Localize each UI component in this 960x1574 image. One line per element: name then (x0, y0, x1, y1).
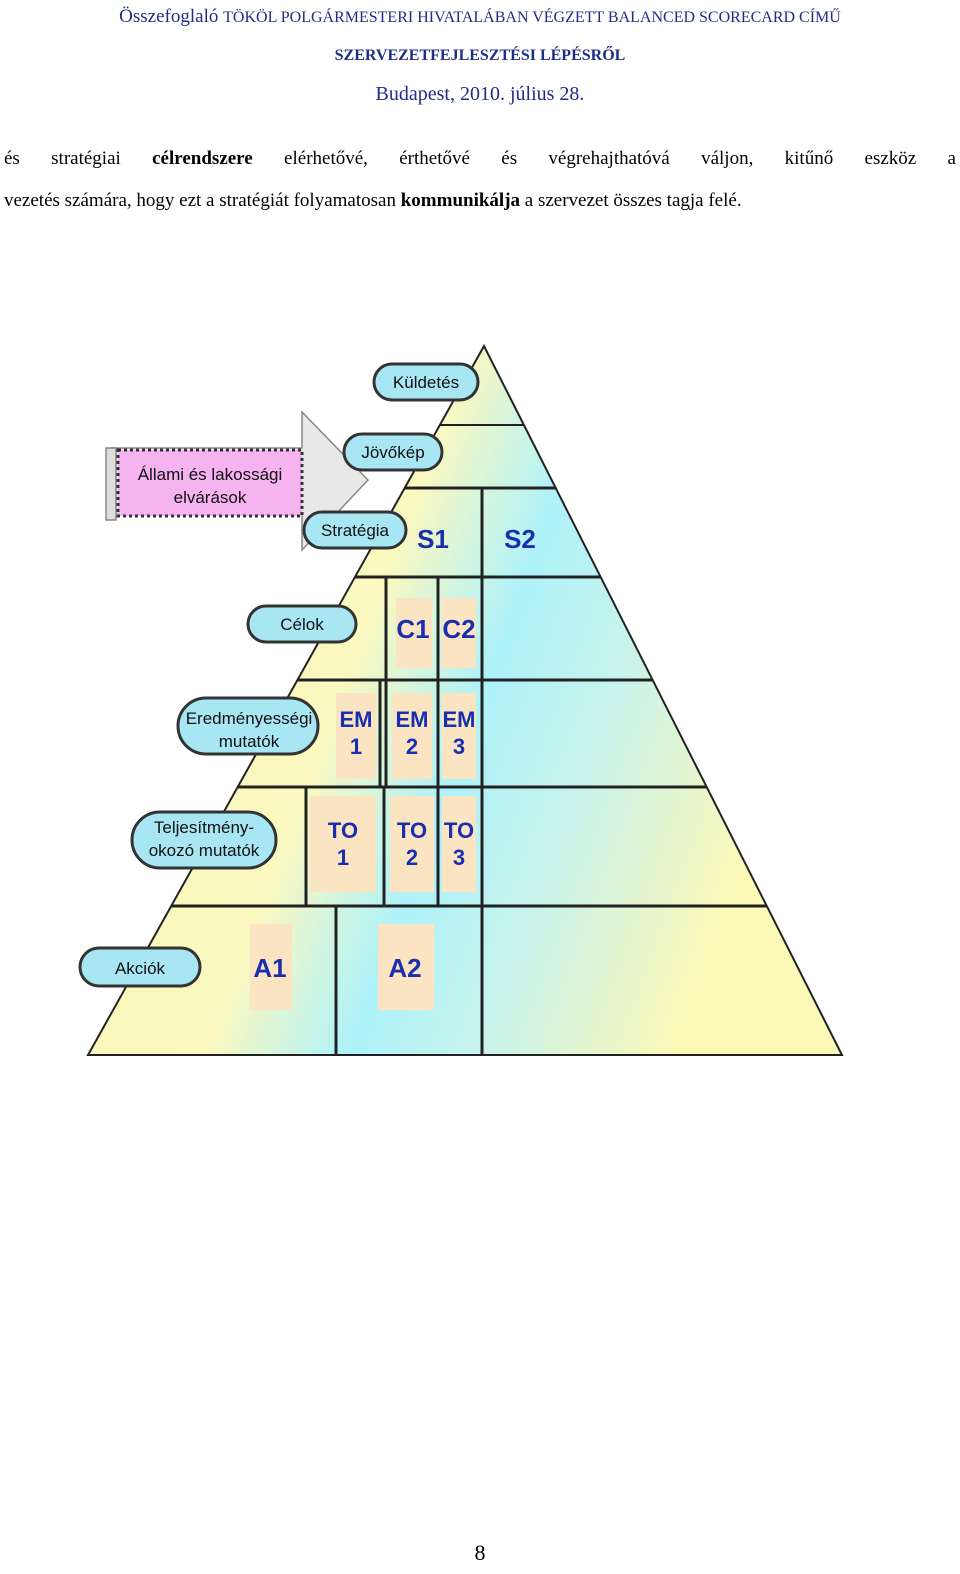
cell-c1 (396, 598, 432, 668)
performance-indicators-label-1: Teljesítmény- (154, 818, 254, 837)
balanced-scorecard-pyramid: Állami és lakossági elvárások Küldetés J… (78, 343, 844, 1056)
code-cells (250, 598, 476, 1010)
code-em1-label: EM (340, 707, 373, 732)
goals-label: Célok (280, 615, 324, 634)
code-s1: S1 (417, 524, 449, 554)
strategy-label: Stratégia (321, 521, 390, 540)
cell-em3 (442, 693, 476, 779)
code-to3-number: 3 (453, 845, 465, 870)
text: és stratégiai (4, 148, 153, 169)
body-line-1: és stratégiai célrendszere elérhetővé, é… (4, 138, 956, 180)
running-header-title: Összefoglaló TÖKÖL POLGÁRMESTERI HIVATAL… (0, 6, 960, 28)
code-em3-number: 3 (453, 734, 465, 759)
page-number: 8 (474, 1540, 486, 1565)
result-indicators-label-1: Eredményességi (186, 709, 313, 728)
cell-a2 (378, 924, 434, 1010)
result-indicators-label-2: mutatók (219, 732, 280, 751)
actions-label: Akciók (115, 959, 166, 978)
input-arrow-tail (105, 447, 117, 521)
code-em2-number: 2 (406, 734, 418, 759)
vision-label: Jövőkép (361, 443, 424, 462)
strategy-bubble (302, 510, 408, 550)
text: elérhetővé, érthetővé és végrehajthatóvá… (252, 148, 956, 169)
cell-a1 (250, 924, 292, 1010)
text-bold: kommunikálja (400, 190, 521, 211)
cell-c2 (442, 598, 476, 668)
code-to3-label: TO (444, 818, 474, 843)
body-line-2: vezetés számára, hogy ezt a stratégiát f… (4, 180, 956, 222)
header-title: TÖKÖL POLGÁRMESTERI HIVATALÁBAN VÉGZETT … (223, 9, 841, 26)
code-em2-label: EM (396, 707, 429, 732)
cell-to1 (310, 796, 376, 892)
result-indicators-bubble (176, 696, 320, 756)
expectations-box (116, 448, 304, 518)
vision-bubble (342, 432, 444, 472)
running-header-date: Budapest, 2010. július 28. (375, 83, 585, 105)
cell-to2 (390, 796, 434, 892)
header-prefix: Összefoglaló (119, 6, 224, 27)
text: vezetés számára, hogy ezt a stratégiát f… (4, 190, 401, 211)
code-c2: C2 (442, 614, 475, 644)
code-to2-label: TO (397, 818, 427, 843)
code-em3-label: EM (443, 707, 476, 732)
code-em1-number: 1 (350, 734, 362, 759)
code-a2: A2 (388, 953, 421, 983)
cell-em2 (392, 693, 432, 779)
mission-bubble (372, 362, 480, 402)
running-header-subtitle: SZERVEZETFEJLESZTÉSI LÉPÉSRŐL (334, 47, 626, 64)
expectations-label-2: elvárások (174, 488, 247, 507)
actions-bubble (78, 946, 202, 988)
code-to2-number: 2 (406, 845, 418, 870)
code-c1: C1 (396, 614, 429, 644)
performance-indicators-bubble (130, 810, 278, 870)
text: a szervezet összes tagja felé. (520, 190, 742, 211)
code-s2: S2 (504, 524, 536, 554)
performance-indicators-label-2: okozó mutatók (149, 841, 260, 860)
code-to1-number: 1 (337, 845, 349, 870)
text-bold: célrendszere (152, 148, 253, 169)
expectations-label-1: Állami és lakossági (138, 465, 283, 484)
code-to1-label: TO (328, 818, 358, 843)
goals-bubble (246, 604, 358, 644)
cell-to3 (442, 796, 476, 892)
code-a1: A1 (253, 953, 286, 983)
cell-em1 (336, 693, 376, 779)
mission-label: Küldetés (393, 373, 459, 392)
